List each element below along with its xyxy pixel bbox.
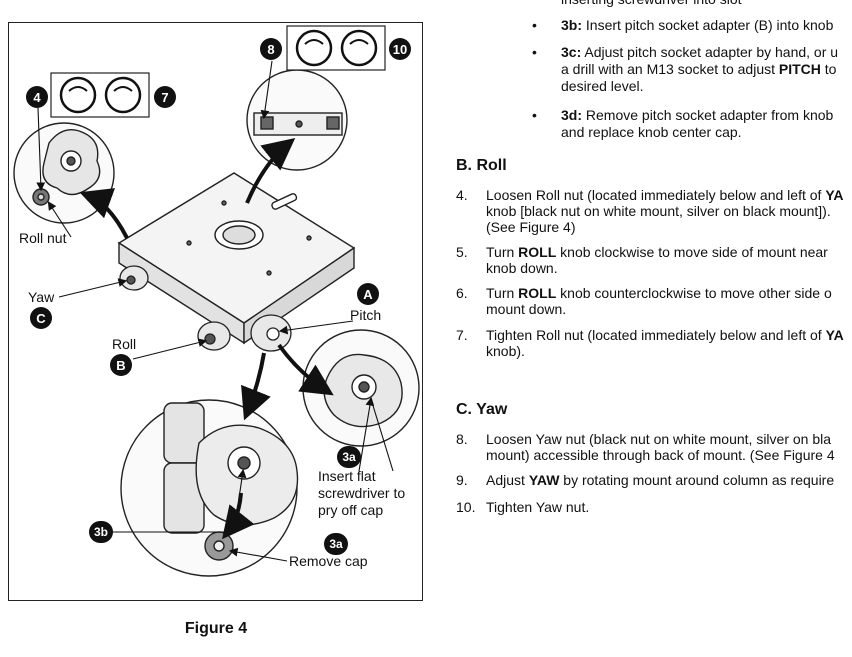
section-c-title: C. Yaw (456, 401, 508, 418)
label-remove-cap: Remove cap (289, 553, 368, 569)
rotation-icons-8-10 (286, 25, 386, 71)
label-insert-flat-2: screwdriver to (318, 485, 406, 501)
mount-illustration (13, 25, 420, 577)
figure-caption: Figure 4 (184, 620, 248, 637)
badge-a: A (357, 283, 379, 305)
callout-arrows (79, 138, 334, 540)
pitch-detail (302, 329, 420, 447)
label-insert-flat-3: pry off cap (318, 502, 384, 518)
badge-7: 7 (154, 86, 176, 108)
cap-removal-detail (120, 399, 299, 577)
figure-frame: 4 7 8 10 A B C 3a 3a 3b Roll nut Yaw Rol… (8, 22, 423, 601)
yaw-knob (119, 265, 149, 291)
label-yaw: Yaw (28, 289, 55, 305)
instructions-column: inserting screwdriver into slot • 3b: In… (456, 0, 844, 515)
badge-b: B (110, 354, 132, 376)
badge-4: 4 (26, 86, 48, 108)
yaw-nut-detail (246, 69, 348, 171)
badge-3b: 3b (89, 521, 113, 543)
badge-8: 8 (260, 38, 282, 60)
badge-3a-bottom: 3a (324, 533, 348, 555)
label-roll-nut: Roll nut (19, 230, 67, 246)
label-pitch: Pitch (350, 307, 382, 323)
pitch-knob (250, 314, 292, 352)
badge-3a-top: 3a (337, 446, 361, 468)
label-insert-flat-1: Insert flat (318, 468, 376, 484)
roll-knob (197, 321, 231, 351)
section-b-title: B. Roll (456, 157, 507, 174)
leader-lines (36, 60, 394, 562)
mount-body (117, 172, 356, 345)
badge-10: 10 (389, 38, 411, 60)
badge-c: C (30, 307, 52, 329)
roll-nut-detail (13, 122, 115, 224)
rotation-icons-4-7 (50, 72, 150, 118)
label-roll: Roll (112, 336, 137, 352)
